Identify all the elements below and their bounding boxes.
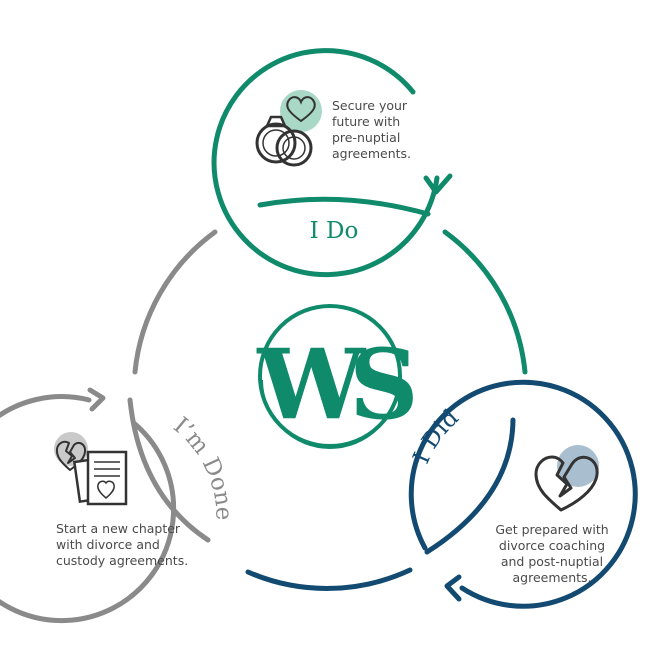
broken-heart-document-icon bbox=[54, 432, 128, 506]
cycle-arc-blue bbox=[245, 567, 413, 591]
i-did-description-line: agreements. bbox=[512, 570, 592, 585]
i-do-description-line: Secure your bbox=[332, 98, 408, 113]
wedding-rings-heart-icon bbox=[255, 90, 322, 167]
im-done-description: Start a new chapter with divorce and cus… bbox=[56, 521, 188, 569]
i-did-description-line: Get prepared with bbox=[495, 522, 609, 537]
im-done-label-divider bbox=[127, 397, 211, 543]
i-do-arrow-head bbox=[423, 173, 453, 195]
im-done-description-line: custody agreements. bbox=[56, 553, 189, 568]
stage-im-done: I’m Done bbox=[0, 387, 237, 624]
i-did-label-divider bbox=[424, 417, 516, 555]
im-done-description-line: Start a new chapter bbox=[56, 521, 181, 536]
im-done-description-line: with divorce and bbox=[56, 537, 160, 552]
i-do-circle bbox=[211, 48, 440, 278]
i-do-description-line: agreements. bbox=[332, 146, 412, 161]
i-do-description-line: future with bbox=[332, 114, 401, 129]
cycle-arc-green bbox=[442, 229, 528, 375]
i-do-label: I Do bbox=[310, 218, 359, 244]
i-did-label: I Did bbox=[408, 405, 464, 468]
i-did-circle bbox=[408, 379, 638, 609]
i-did-description-line: divorce coaching bbox=[498, 538, 606, 553]
im-done-label: I’m Done bbox=[168, 413, 236, 521]
im-done-arrow-head bbox=[87, 387, 106, 412]
im-done-circle bbox=[0, 394, 177, 624]
i-did-description: Get prepared with divorce coaching and p… bbox=[482, 522, 622, 586]
i-do-description: Secure your future with pre-nuptial agre… bbox=[332, 98, 411, 162]
cycle-arc-gray bbox=[132, 229, 218, 375]
broken-heart-icon bbox=[534, 445, 599, 512]
i-did-arrow-head bbox=[444, 574, 462, 602]
stage-i-do: I Do bbox=[211, 48, 453, 278]
i-did-description-line: and post-nuptial bbox=[500, 554, 604, 569]
ws-logo: WS bbox=[256, 304, 429, 449]
i-do-label-divider bbox=[257, 196, 431, 217]
ws-logo-letters: WS bbox=[256, 328, 413, 441]
i-do-description-line: pre-nuptial bbox=[332, 130, 401, 145]
